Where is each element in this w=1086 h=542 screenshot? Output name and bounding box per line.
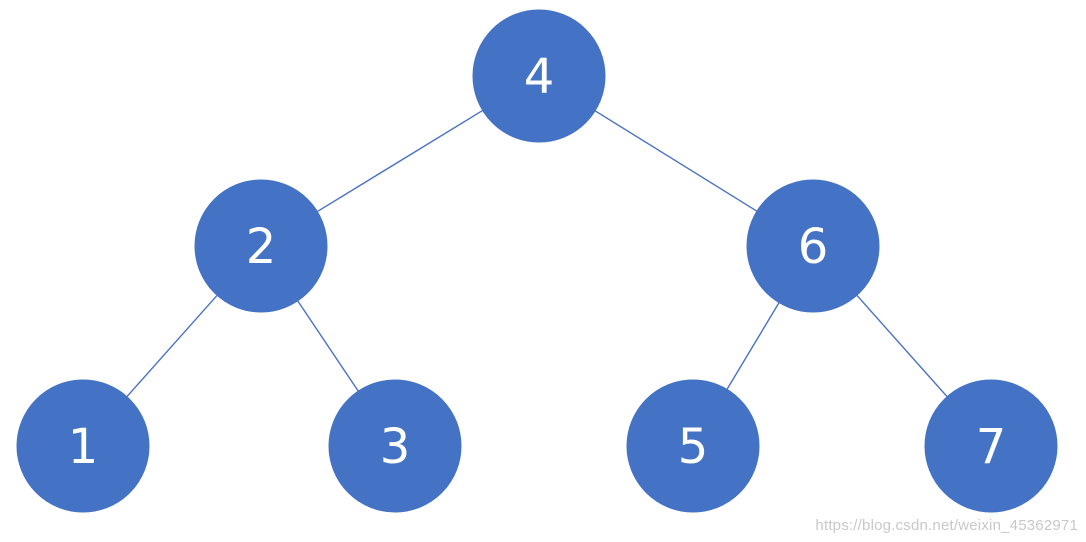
node-circle-2: [194, 179, 328, 313]
edge-2-1: [126, 294, 218, 398]
edge-4-6: [594, 110, 758, 212]
node-label-4: 4: [524, 49, 555, 105]
watermark-text: https://blog.csdn.net/weixin_45362971: [815, 517, 1078, 534]
node-circle-4: [472, 9, 606, 143]
node-circle-7: [924, 379, 1058, 513]
node-label-1: 1: [68, 419, 99, 475]
node-label-2: 2: [246, 219, 277, 275]
tree-node-1: 1: [16, 379, 150, 513]
node-circle-3: [328, 379, 462, 513]
node-label-6: 6: [798, 219, 829, 275]
edge-4-2: [316, 109, 484, 213]
node-label-7: 7: [976, 419, 1007, 475]
tree-node-5: 5: [626, 379, 760, 513]
node-circle-5: [626, 379, 760, 513]
node-circle-1: [16, 379, 150, 513]
node-label-5: 5: [678, 419, 709, 475]
tree-node-6: 6: [746, 179, 880, 313]
node-circle-6: [746, 179, 880, 313]
tree-node-2: 2: [194, 179, 328, 313]
tree-node-7: 7: [924, 379, 1058, 513]
tree-node-4: 4: [472, 9, 606, 143]
edge-6-5: [726, 302, 780, 390]
tree-edges: [126, 109, 948, 398]
edge-2-3: [297, 300, 359, 392]
tree-node-3: 3: [328, 379, 462, 513]
tree-nodes: 4 2 6 1 3 5 7: [16, 9, 1058, 513]
node-label-3: 3: [380, 419, 411, 475]
edge-6-7: [856, 294, 948, 398]
